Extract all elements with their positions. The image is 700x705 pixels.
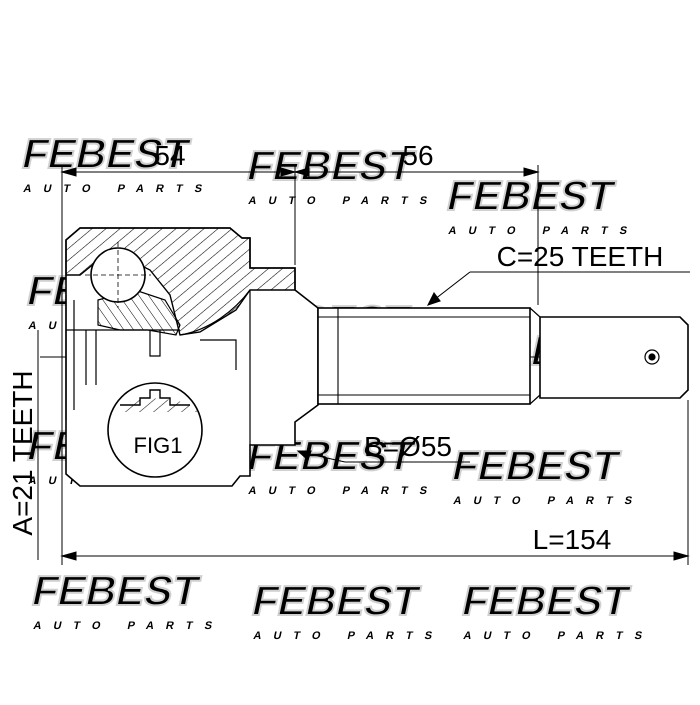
inner-bore [65, 295, 180, 420]
watermark-tagline: AUTO PARTS [247, 195, 440, 207]
watermark-brand: FEBEST [243, 142, 419, 188]
extension-lines [61, 165, 689, 565]
body-contours [179, 289, 251, 445]
dimension-length [60, 551, 690, 561]
watermark-tagline: AUTO PARTS [452, 495, 645, 507]
outer-spline-label: C=25 TEETH [497, 241, 664, 272]
fig1-label: FIG1 [134, 433, 183, 458]
watermark-tagline: AUTO PARTS [462, 630, 655, 642]
watermark-tagline: AUTO PARTS [32, 620, 225, 632]
diameter-leader [296, 450, 470, 463]
diameter-label: B=Ø55 [364, 431, 452, 462]
dimension-top [60, 167, 540, 177]
watermark-brand: FEBEST [448, 442, 624, 488]
shaft-center-mark [644, 349, 660, 365]
watermark-brand: FEBEST [443, 172, 619, 218]
watermark-tagline: AUTO PARTS [447, 225, 640, 237]
dimension-54-label: 54 [154, 140, 185, 171]
watermark-tagline: AUTO PARTS [252, 630, 445, 642]
watermark-brand: FEBEST [28, 567, 204, 613]
fig1-detail: FIG1 [107, 382, 203, 478]
watermark-tagline: AUTO PARTS [247, 485, 440, 497]
watermark-tagline: AUTO PARTS [22, 183, 215, 195]
dimension-56-label: 56 [402, 140, 433, 171]
inner-spline-label: A=21 TEETH [7, 370, 38, 535]
length-label: L=154 [533, 524, 612, 555]
outer-spline-leader [426, 271, 690, 306]
shaft [317, 307, 689, 405]
watermark-brand: FEBEST [248, 577, 424, 623]
watermark-brand: FEBEST [458, 577, 634, 623]
watermark-brand: FEBEST [18, 130, 194, 176]
